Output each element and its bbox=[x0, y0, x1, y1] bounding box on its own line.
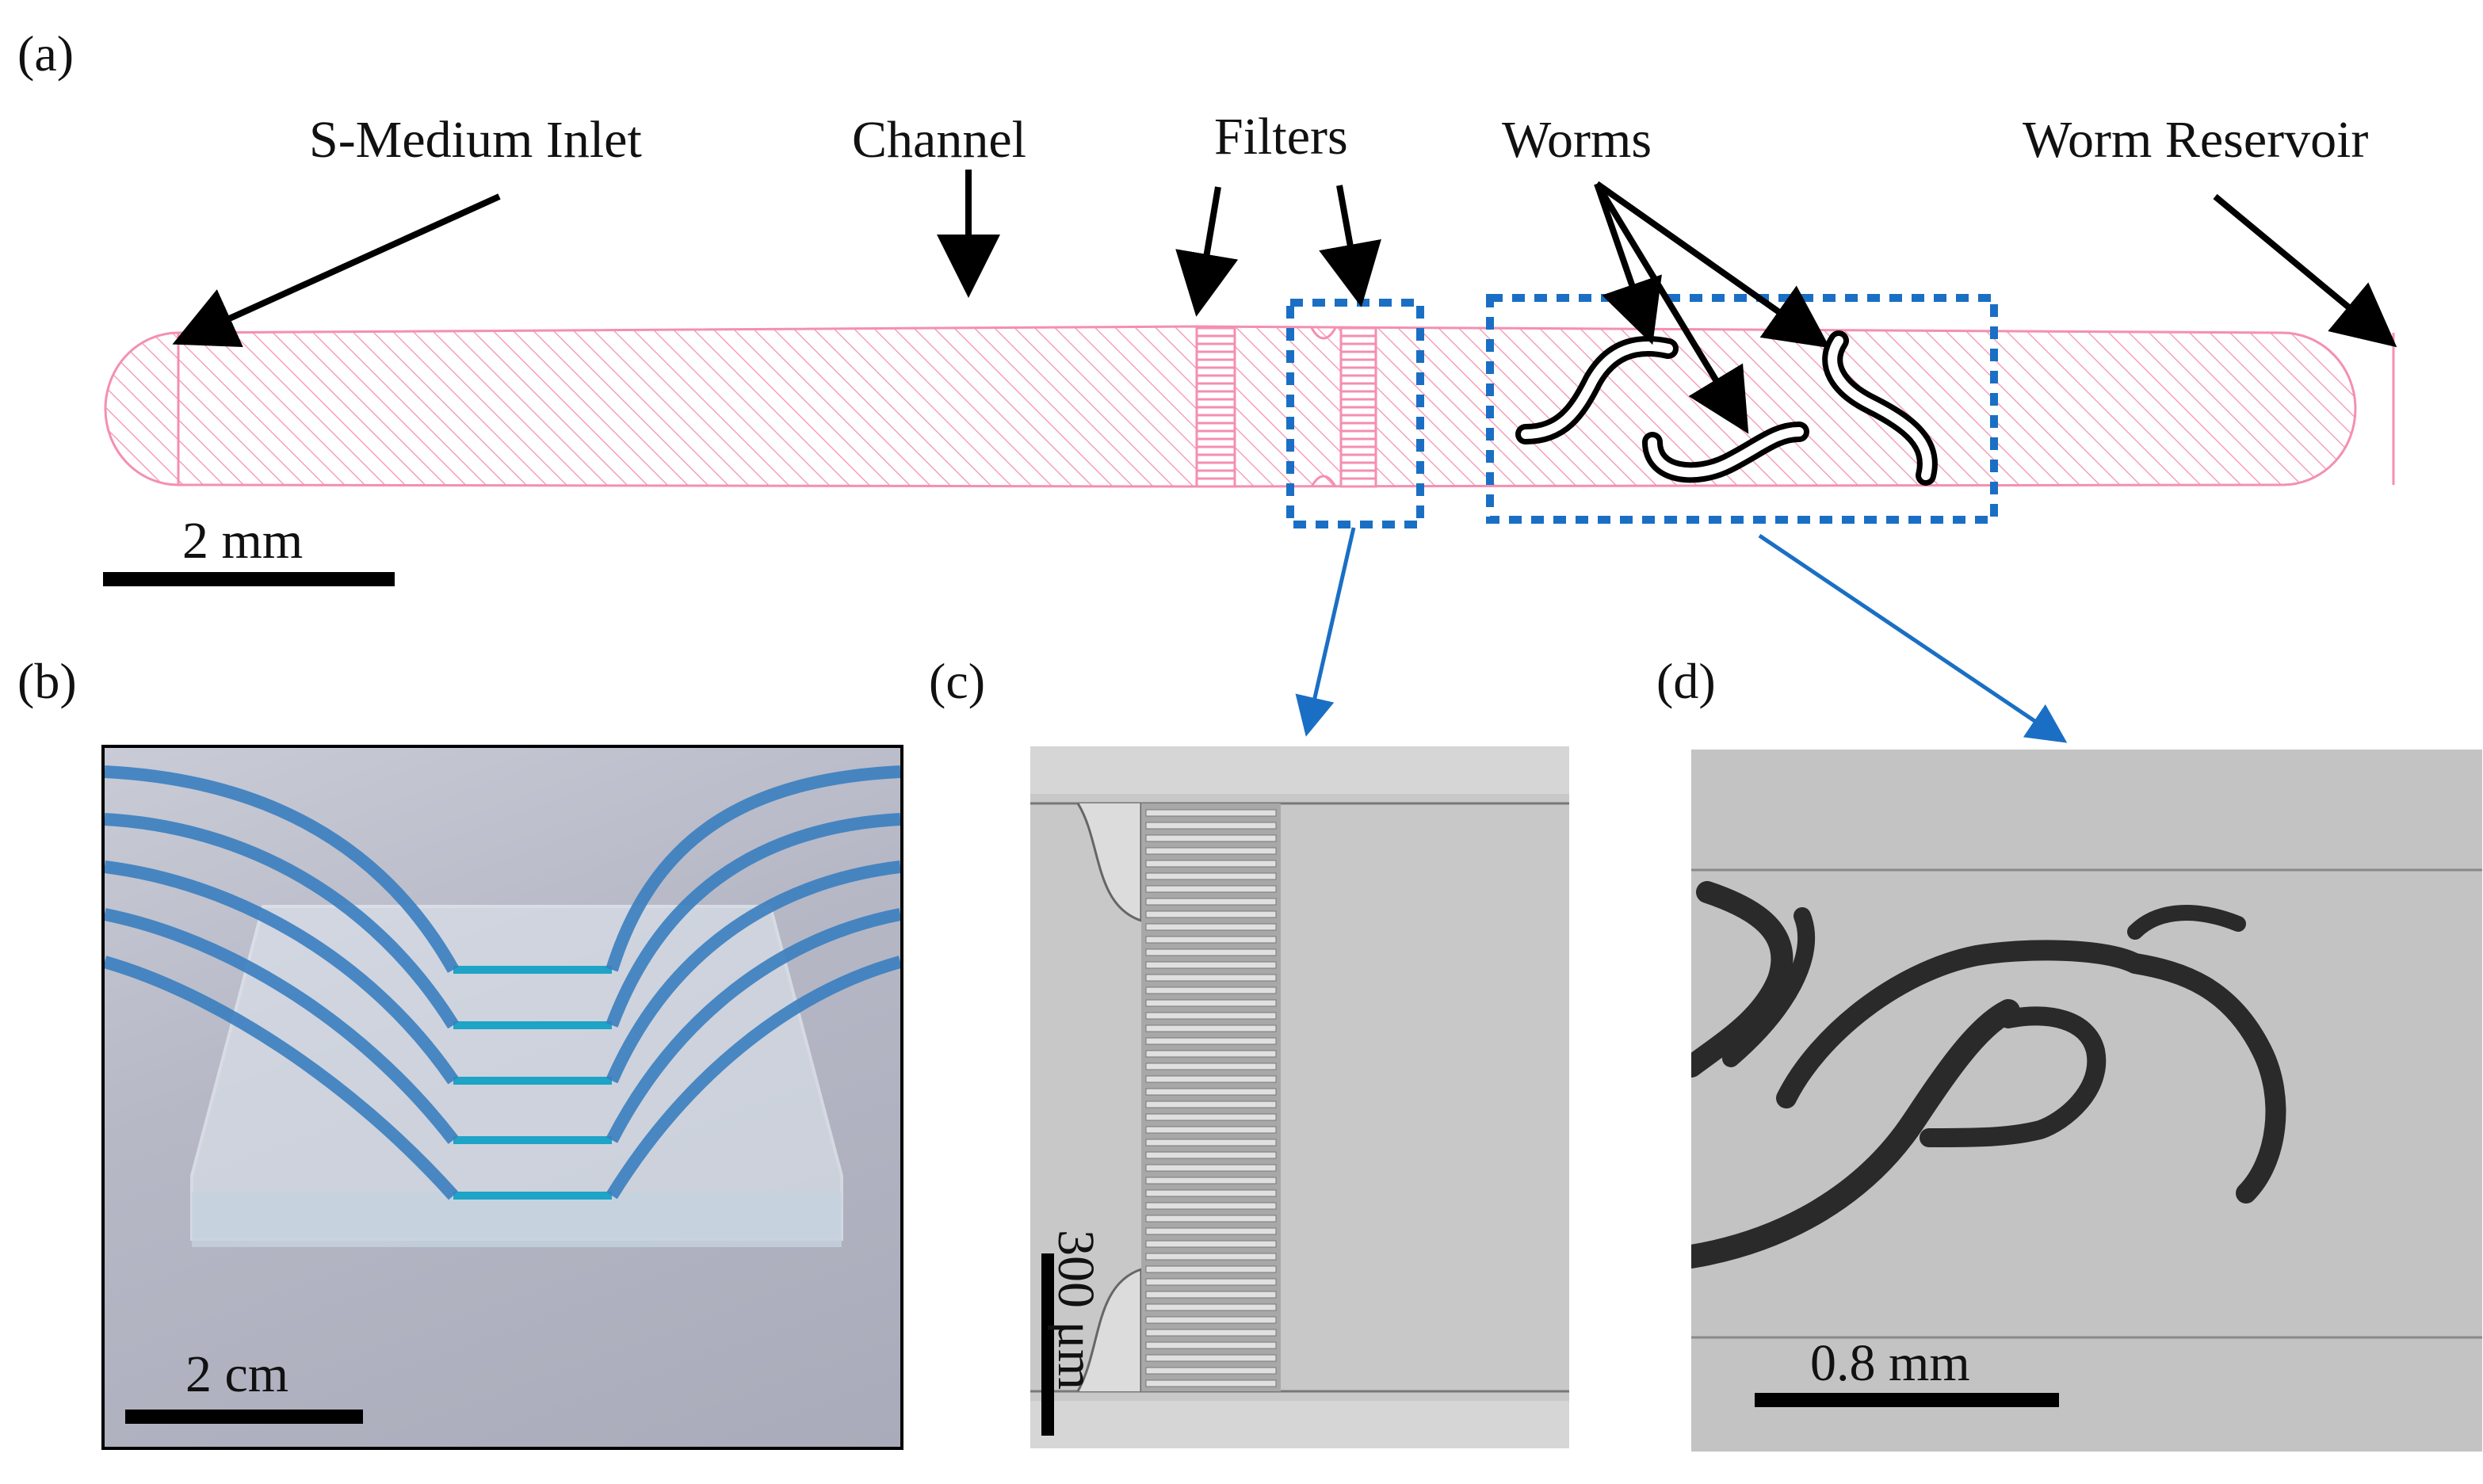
device-photo-art bbox=[105, 765, 900, 1247]
scalebar-d bbox=[1755, 1393, 2059, 1407]
label-worms: Worms bbox=[1502, 111, 1652, 169]
label-channel: Channel bbox=[852, 111, 1026, 169]
scalebar-b bbox=[125, 1410, 363, 1424]
label-reservoir: Worm Reservoir bbox=[2023, 111, 2369, 169]
scalebar-a bbox=[103, 572, 395, 586]
worm-shapes bbox=[1515, 330, 1938, 486]
label-inlet: S-Medium Inlet bbox=[309, 111, 642, 169]
worm-highlight-box bbox=[1486, 294, 1998, 524]
device-photo: 2 cm bbox=[101, 745, 903, 1450]
microfluidic-channel bbox=[104, 325, 2395, 488]
worms-micrograph: 0.8 mm bbox=[1691, 750, 2482, 1452]
scale-label-a: 2 mm bbox=[182, 512, 304, 570]
panel-label-a: (a) bbox=[17, 25, 74, 82]
scalebar-c bbox=[1041, 1253, 1054, 1436]
label-filters: Filters bbox=[1214, 108, 1348, 166]
panel-label-c: (c) bbox=[929, 653, 986, 709]
scale-label-d: 0.8 mm bbox=[1810, 1334, 1970, 1392]
worms-micrograph-art bbox=[1691, 868, 2482, 1339]
filter-micrograph-art bbox=[1030, 746, 1569, 1448]
panel-label-d: (d) bbox=[1656, 653, 1716, 709]
filter-micrograph: 300 μm bbox=[1030, 746, 1569, 1448]
annotation-arrows bbox=[172, 170, 2397, 434]
panel-label-b: (b) bbox=[17, 653, 77, 709]
scale-label-c: 300 μm bbox=[1047, 1230, 1105, 1391]
callout-arrows bbox=[1295, 527, 2068, 743]
scale-label-b: 2 cm bbox=[185, 1345, 289, 1403]
